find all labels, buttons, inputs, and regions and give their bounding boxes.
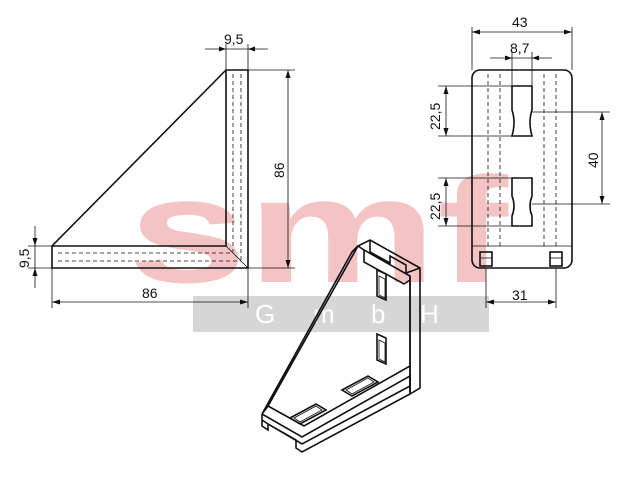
dim-slot-height-lower: 22,5 [427,177,512,227]
dim-slot-spacing: 40 [532,111,610,205]
dim-slot-height-upper: 22,5 [427,85,512,137]
watermark-letter-1: G [255,299,277,329]
watermark: smf G m b H [128,146,509,332]
dim-text: 86 [271,162,287,178]
iso-wall-slot-lower [376,332,387,366]
end-view-slot-upper [510,85,534,137]
dim-text: 86 [142,285,158,301]
dim-side-height: 86 [248,69,295,269]
dim-text: 43 [512,14,528,30]
dim-side-thickness-left: 9,5 [16,226,52,288]
dim-text: 8,7 [510,40,530,56]
watermark-brand: smf [128,146,509,314]
watermark-letter-4: H [420,299,441,329]
dim-text: 9,5 [16,248,32,268]
side-view: 9,5 86 9,5 86 [16,31,295,308]
dim-slot-width: 8,7 [490,40,552,86]
dim-side-thickness-top: 9,5 [205,31,268,70]
iso-base-slot-left [288,403,328,425]
dim-end-width: 43 [471,14,573,70]
isometric-view [261,239,421,453]
iso-base-slot-right [340,375,380,397]
end-view: 43 8,7 22,5 22,5 [427,14,610,308]
dim-side-width: 86 [51,268,249,308]
iso-base-plate [261,384,411,453]
end-view-slot-lower [511,177,533,227]
dim-text: 31 [512,287,528,303]
dim-base-depth: 31 [485,268,557,308]
watermark-letter-2: m [313,299,337,329]
iso-wall-slot-upper [376,268,387,302]
end-view-outline [471,69,573,269]
dim-text: 9,5 [224,31,244,47]
dim-text: 22,5 [427,193,443,220]
iso-vertical-wall [356,239,421,396]
watermark-letter-3: b [371,299,387,329]
side-view-fillet [225,245,249,269]
dim-text: 40 [585,152,601,168]
dim-text: 22,5 [427,103,443,130]
side-view-outline [51,69,249,269]
